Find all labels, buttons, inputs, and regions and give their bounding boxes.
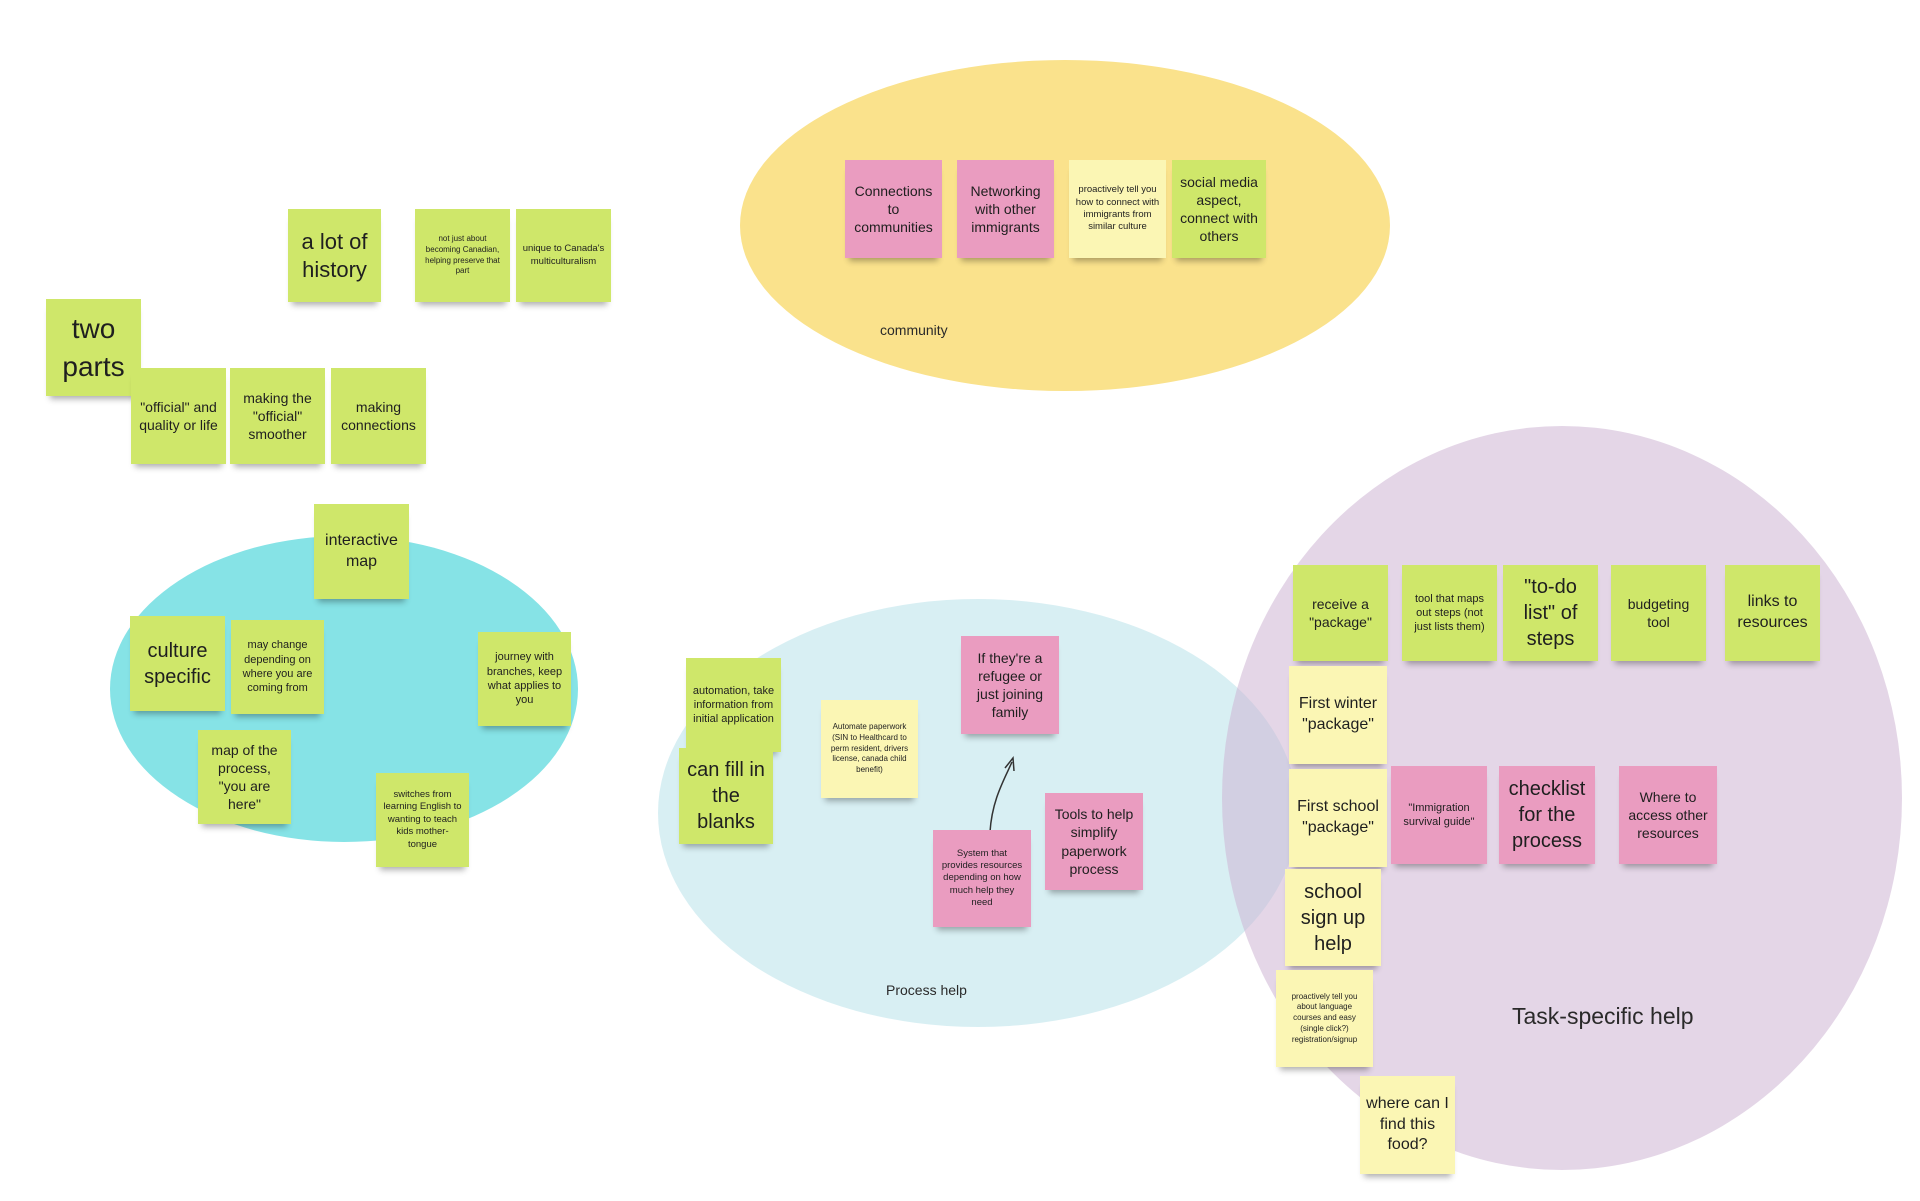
- sticky-note-culture-specific[interactable]: culture specific: [130, 616, 225, 711]
- sticky-note-networking-immigrants[interactable]: Networking with other immigrants: [957, 160, 1054, 258]
- sticky-note-can-fill-in-blanks[interactable]: can fill in the blanks: [679, 748, 773, 844]
- sticky-note-social-media-aspect[interactable]: social media aspect, connect with others: [1172, 160, 1266, 258]
- sticky-note-a-lot-of-history[interactable]: a lot of history: [288, 209, 381, 302]
- sticky-note-automation-take-information[interactable]: automation, take information from initia…: [686, 658, 781, 752]
- sticky-note-interactive-map[interactable]: interactive map: [314, 504, 409, 599]
- sticky-note-links-to-resources[interactable]: links to resources: [1725, 565, 1820, 661]
- sticky-note-journey-with-branches[interactable]: journey with branches, keep what applies…: [478, 632, 571, 726]
- sticky-note-not-just-becoming-canadian[interactable]: not just about becoming Canadian, helpin…: [415, 209, 510, 302]
- sticky-note-checklist-for-process[interactable]: checklist for the process: [1499, 766, 1595, 864]
- sticky-note-where-find-food[interactable]: where can I find this food?: [1360, 1076, 1455, 1174]
- sticky-note-where-to-access-resources[interactable]: Where to access other resources: [1619, 766, 1717, 864]
- sticky-note-automate-paperwork[interactable]: Automate paperwork (SIN to Healthcard to…: [821, 700, 918, 798]
- sticky-note-official-quality-of-life[interactable]: "official" and quality or life: [131, 368, 226, 464]
- sticky-note-school-sign-up-help[interactable]: school sign up help: [1285, 869, 1381, 966]
- sticky-note-budgeting-tool[interactable]: budgeting tool: [1611, 565, 1706, 661]
- sticky-note-immigration-survival-guide[interactable]: "Immigration survival guide": [1391, 766, 1487, 864]
- sticky-note-connections-to-communities[interactable]: Connections to communities: [845, 160, 942, 258]
- sticky-note-first-school-package[interactable]: First school "package": [1289, 769, 1387, 867]
- sticky-note-receive-package[interactable]: receive a "package": [1293, 565, 1388, 661]
- sticky-note-map-of-process[interactable]: map of the process, "you are here": [198, 730, 291, 824]
- process-help-label: Process help: [886, 982, 967, 998]
- task-specific-help-label: Task-specific help: [1512, 1003, 1694, 1029]
- sticky-note-first-winter-package[interactable]: First winter "package": [1289, 666, 1387, 764]
- sticky-note-proactively-language-courses[interactable]: proactively tell you about language cour…: [1276, 970, 1373, 1067]
- sticky-note-two-parts[interactable]: two parts: [46, 299, 141, 396]
- sticky-note-making-connections[interactable]: making connections: [331, 368, 426, 464]
- community-label: community: [880, 322, 948, 338]
- sticky-note-proactively-connect-culture[interactable]: proactively tell you how to connect with…: [1069, 160, 1166, 258]
- sticky-note-system-provides-resources[interactable]: System that provides resources depending…: [933, 830, 1031, 927]
- sticky-note-tools-simplify-paperwork[interactable]: Tools to help simplify paperwork process: [1045, 793, 1143, 890]
- sticky-note-making-official-smoother[interactable]: making the "official" smoother: [230, 368, 325, 464]
- sticky-note-tool-maps-out-steps[interactable]: tool that maps out steps (not just lists…: [1402, 565, 1497, 661]
- sticky-note-unique-multiculturalism[interactable]: unique to Canada's multiculturalism: [516, 209, 611, 302]
- sticky-note-may-change-depending[interactable]: may change depending on where you are co…: [231, 620, 324, 714]
- sticky-note-to-do-list-of-steps[interactable]: "to-do list" of steps: [1503, 565, 1598, 661]
- sticky-note-switches-learning-english[interactable]: switches from learning English to wantin…: [376, 773, 469, 867]
- sticky-note-refugee-or-joining-family[interactable]: If they're a refugee or just joining fam…: [961, 636, 1059, 734]
